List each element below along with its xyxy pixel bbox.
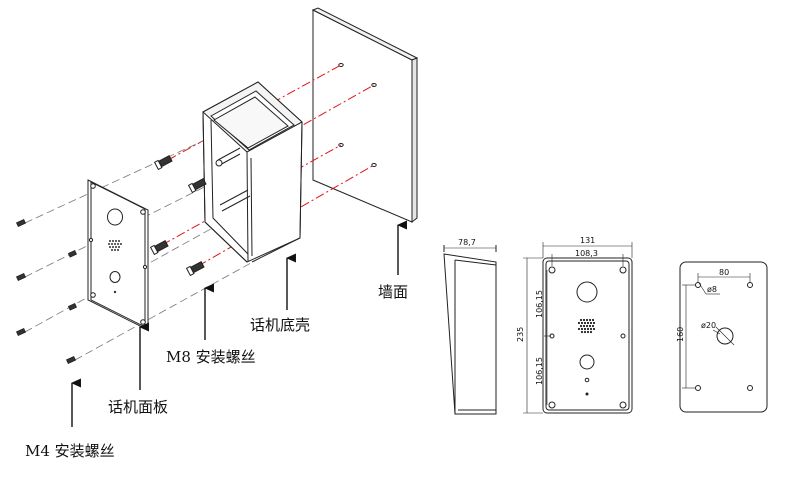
dim-hole-diameter: ø8 xyxy=(707,285,717,294)
dim-hole-spacing-h: 80 xyxy=(719,268,729,277)
m4-screws xyxy=(15,218,78,365)
dim-center-diameter: ø20 xyxy=(701,321,716,330)
label-m8-screw: M8 安装螺丝 xyxy=(166,348,256,366)
dim-width-holes: 108,3 xyxy=(575,249,598,258)
dim-lower-half: 106,15 xyxy=(535,357,544,385)
front-view xyxy=(542,257,633,414)
front-view-dimension-lines xyxy=(523,242,633,414)
label-panel: 话机面板 xyxy=(108,398,168,416)
label-wall: 墙面 xyxy=(378,283,408,301)
dim-depth: 78,7 xyxy=(458,238,476,247)
front-panel xyxy=(87,179,149,331)
dim-hole-spacing-v: 160 xyxy=(676,327,685,342)
dim-width-total: 131 xyxy=(580,236,595,245)
hole-template-view xyxy=(679,261,768,413)
side-view xyxy=(443,245,497,415)
label-m4-screw: M4 安装螺丝 xyxy=(25,442,115,460)
label-housing: 话机底壳 xyxy=(250,316,310,334)
housing-shell xyxy=(202,81,303,263)
hole-template-dimension-lines xyxy=(682,273,751,389)
callout-arrows xyxy=(70,220,407,427)
wall-plate xyxy=(311,7,419,224)
dim-height-total: 235 xyxy=(516,327,525,342)
dim-upper-half: 106,15 xyxy=(535,290,544,318)
m8-screws xyxy=(149,155,207,277)
